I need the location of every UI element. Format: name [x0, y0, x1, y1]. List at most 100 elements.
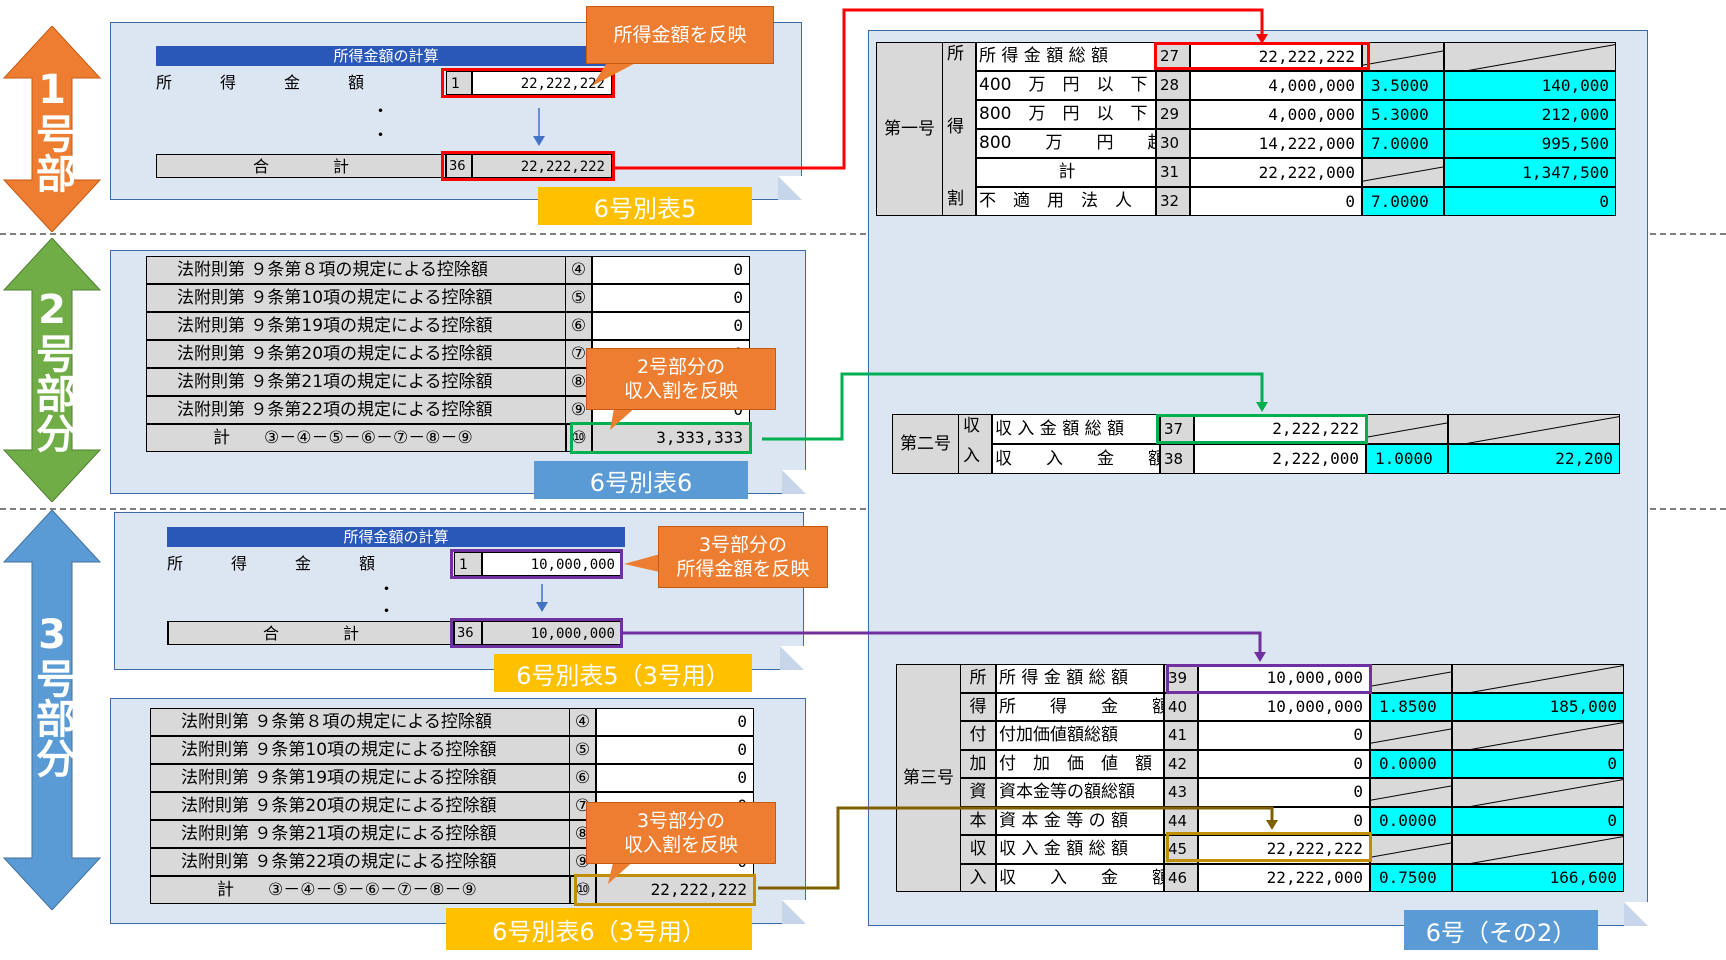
- connector-gold: [758, 806, 1274, 890]
- main-g3-row-tax: 0: [1452, 749, 1624, 778]
- form6_3-row-label: 法附則第 ９条第21項の規定による控除額: [150, 820, 570, 848]
- side-label-1: 1号部分: [0, 67, 75, 193]
- side-label-3: 3号部分: [29, 612, 75, 778]
- form5-tag: 6号別表5: [538, 187, 752, 225]
- main-g1-cat-mid: 得: [947, 116, 964, 137]
- form5-down-arrow: [533, 108, 545, 146]
- form6-row-label: 法附則第 ９条第21項の規定による控除額: [146, 368, 566, 396]
- form6-row-mark: ⑤: [566, 284, 592, 312]
- main-g3-row-tax-blank: [1452, 664, 1624, 693]
- form6_3-row-value: 0: [596, 764, 754, 792]
- form6-row-label: 法附則第 ９条第８項の規定による控除額: [146, 256, 566, 284]
- main-g3-cat: 付: [960, 721, 996, 750]
- main-g3-row-tax: 185,000: [1452, 692, 1624, 721]
- form6-total-value: 3,333,333: [592, 424, 750, 452]
- form5-3-down-arrow: [536, 584, 548, 612]
- main-g3-row-no: 45: [1164, 835, 1198, 864]
- main-g1-row-tax: 0: [1444, 187, 1616, 216]
- main-g3-cat: 資: [960, 778, 996, 807]
- form5-row1-no: 1: [446, 71, 472, 95]
- main-g1-row-rate-blank: [1362, 158, 1444, 187]
- main-g3-row-tax-blank: [1452, 721, 1624, 750]
- main-g3-row-label: 所 得 金 額 総 額: [996, 664, 1164, 693]
- main-g3-row-label: 付加価値額総額: [996, 721, 1164, 750]
- main-g3-row-no: 44: [1164, 806, 1198, 835]
- main-g3-row-value: 0: [1198, 749, 1370, 778]
- side-arrow-2: [2, 238, 102, 502]
- form6-row-mark: ④: [566, 256, 592, 284]
- main-g1-row-no: 28: [1156, 71, 1190, 100]
- form6-3-tag: 6号別表6（3号用）: [446, 908, 752, 950]
- main-row39-highlight: [1166, 664, 1372, 694]
- main-g1-side: 第一号: [876, 42, 942, 216]
- form5-3-row1-no: 1: [454, 552, 482, 576]
- main-g3-row-tax-blank: [1452, 778, 1624, 807]
- form6_3-total-label: 計 ③－④－⑤－⑥－⑦－⑧－⑨: [150, 876, 570, 904]
- main-g2-side: 第二号: [892, 414, 958, 474]
- main-g1-row-no: 32: [1156, 187, 1190, 216]
- main-g1-row-label: 800 万 円 超: [976, 129, 1156, 158]
- main-g2-row-rate: 1.0000: [1366, 444, 1448, 474]
- main-g3-cat: 所: [960, 664, 996, 693]
- form6-total-highlight: [570, 422, 752, 454]
- form6_3-row-value: 0: [596, 736, 754, 764]
- separator-1-2: [0, 233, 1726, 235]
- main-g1-row-tax: 212,000: [1444, 100, 1616, 129]
- main-g1-row-no: 30: [1156, 129, 1190, 158]
- form5-callout-pointer: [592, 58, 645, 86]
- main-g1-row-no: 29: [1156, 100, 1190, 129]
- form6_3-row-mark: ⑤: [570, 736, 596, 764]
- main-g3-row-no: 46: [1164, 863, 1198, 892]
- main-g3-row-label: 収 入 金 額: [996, 863, 1164, 892]
- side-arrow-3: [2, 510, 102, 910]
- main-g1-row-label: 所 得 金 額 総 額: [976, 42, 1156, 71]
- form5-3-row1-highlight: [450, 549, 623, 579]
- form5-row36-label: 合 計: [156, 154, 446, 178]
- main-g3-row-rate: 0.7500: [1370, 863, 1452, 892]
- form5-3-callout: 3号部分の 所得金額を反映: [658, 526, 828, 588]
- form6-total-label: 計 ③－④－⑤－⑥－⑦－⑧－⑨: [146, 424, 566, 452]
- form5-dot-2: ・: [372, 126, 389, 146]
- form6-row-value: 0: [592, 256, 750, 284]
- form5-3-callout-pointer: [624, 554, 660, 572]
- side-arrow-1: [2, 26, 102, 232]
- main-g3-row-no: 42: [1164, 749, 1198, 778]
- main-g3-row-no: 43: [1164, 778, 1198, 807]
- panel-fold: [778, 176, 802, 200]
- main-g2-row-rate-blank: [1366, 414, 1448, 444]
- main-g3-row-label: 付 加 価 値 額: [996, 749, 1164, 778]
- form5-row36-no: 36: [446, 154, 472, 178]
- main-g2-row-label: 収 入 金 額 総 額: [992, 414, 1160, 444]
- side-label-2: 2号部分: [29, 287, 75, 453]
- form6-row-label: 法附則第 ９条第20項の規定による控除額: [146, 340, 566, 368]
- form6_3-row-value: 0: [596, 708, 754, 736]
- main-g2-row-no: 38: [1160, 444, 1194, 474]
- main-g1-row-value: 0: [1190, 187, 1362, 216]
- main-g3-row-value: 22,222,222: [1198, 835, 1370, 864]
- main-g1-row-no: 31: [1156, 158, 1190, 187]
- form6_3-row-label: 法附則第 ９条第10項の規定による控除額: [150, 736, 570, 764]
- form6-total-mark: ⑩: [566, 424, 592, 452]
- main-g1-cat-col: [942, 42, 976, 216]
- main-g1-cat-top: 所: [947, 44, 964, 64]
- form5-row1-value: 22,222,222: [472, 71, 612, 95]
- form6_3-row-mark: ⑥: [570, 764, 596, 792]
- form6_3-row-label: 法附則第 ９条第20項の規定による控除額: [150, 792, 570, 820]
- main-g3-cat: 得: [960, 692, 996, 721]
- form6_3-row-label: 法附則第 ９条第19項の規定による控除額: [150, 764, 570, 792]
- form6-row-value: 0: [592, 312, 750, 340]
- form5-row1-label: 所 得 金 額: [156, 73, 365, 92]
- main-g1-row-tax-blank: [1444, 42, 1616, 71]
- main-row45-highlight: [1166, 832, 1372, 862]
- form6-row-value: 0: [592, 284, 750, 312]
- form6-3-callout: 3号部分の 収入割を反映: [586, 802, 776, 864]
- form5-3-row36-no: 36: [454, 621, 482, 645]
- form6-callout: 2号部分の 収入割を反映: [586, 348, 776, 410]
- main-g1-row-label: 計: [976, 158, 1156, 187]
- form6-row-label: 法附則第 ９条第22項の規定による控除額: [146, 396, 566, 424]
- main-g2-cat-col: [958, 414, 992, 474]
- main-g1-row-label: 400 万 円 以 下: [976, 71, 1156, 100]
- main-g1-row-rate: 7.0000: [1362, 129, 1444, 158]
- main-g1-row-tax: 1,347,500: [1444, 158, 1616, 187]
